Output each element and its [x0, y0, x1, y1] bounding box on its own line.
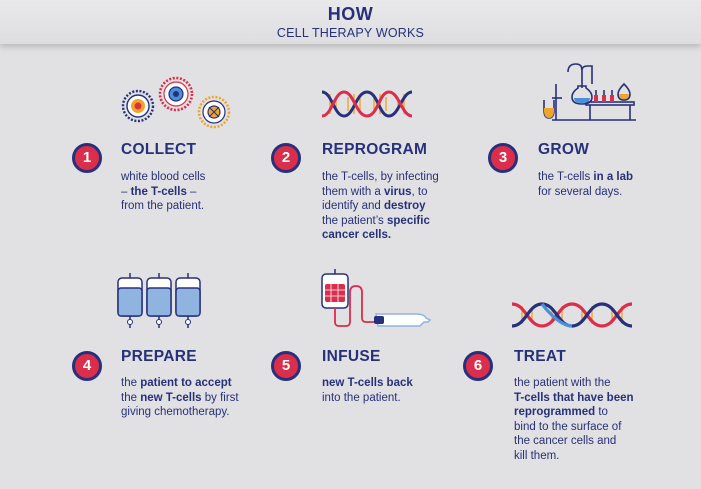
step-description-collect: white blood cells– the T-cells –from the…	[121, 171, 206, 213]
step-title-collect: COLLECT	[121, 141, 197, 158]
step-number-2: 2	[271, 143, 301, 173]
step-number-4: 4	[72, 351, 102, 381]
step-number-3: 3	[488, 143, 518, 173]
step-title-reprogram: REPROGRAM	[322, 141, 428, 158]
step-number-1: 1	[72, 143, 102, 173]
page-title: HOW	[327, 4, 374, 24]
dna-helix-icon	[321, 90, 413, 118]
lab-flasks-icon	[543, 63, 636, 121]
iv-bags-icon	[117, 273, 201, 328]
blood-cells-icon	[121, 76, 231, 129]
header: HOW CELL THERAPY WORKS	[0, 0, 701, 44]
step-title-prepare: PREPARE	[121, 348, 197, 365]
infusion-bag-arm-icon	[321, 269, 432, 327]
step-number-5: 5	[271, 351, 301, 381]
page-subtitle: CELL THERAPY WORKS	[276, 26, 425, 40]
dna-reprogrammed-icon	[511, 302, 633, 328]
step-title-grow: GROW	[538, 141, 590, 158]
step-title-infuse: INFUSE	[322, 348, 381, 365]
step-number-6: 6	[463, 351, 493, 381]
step-title-treat: TREAT	[514, 348, 567, 365]
